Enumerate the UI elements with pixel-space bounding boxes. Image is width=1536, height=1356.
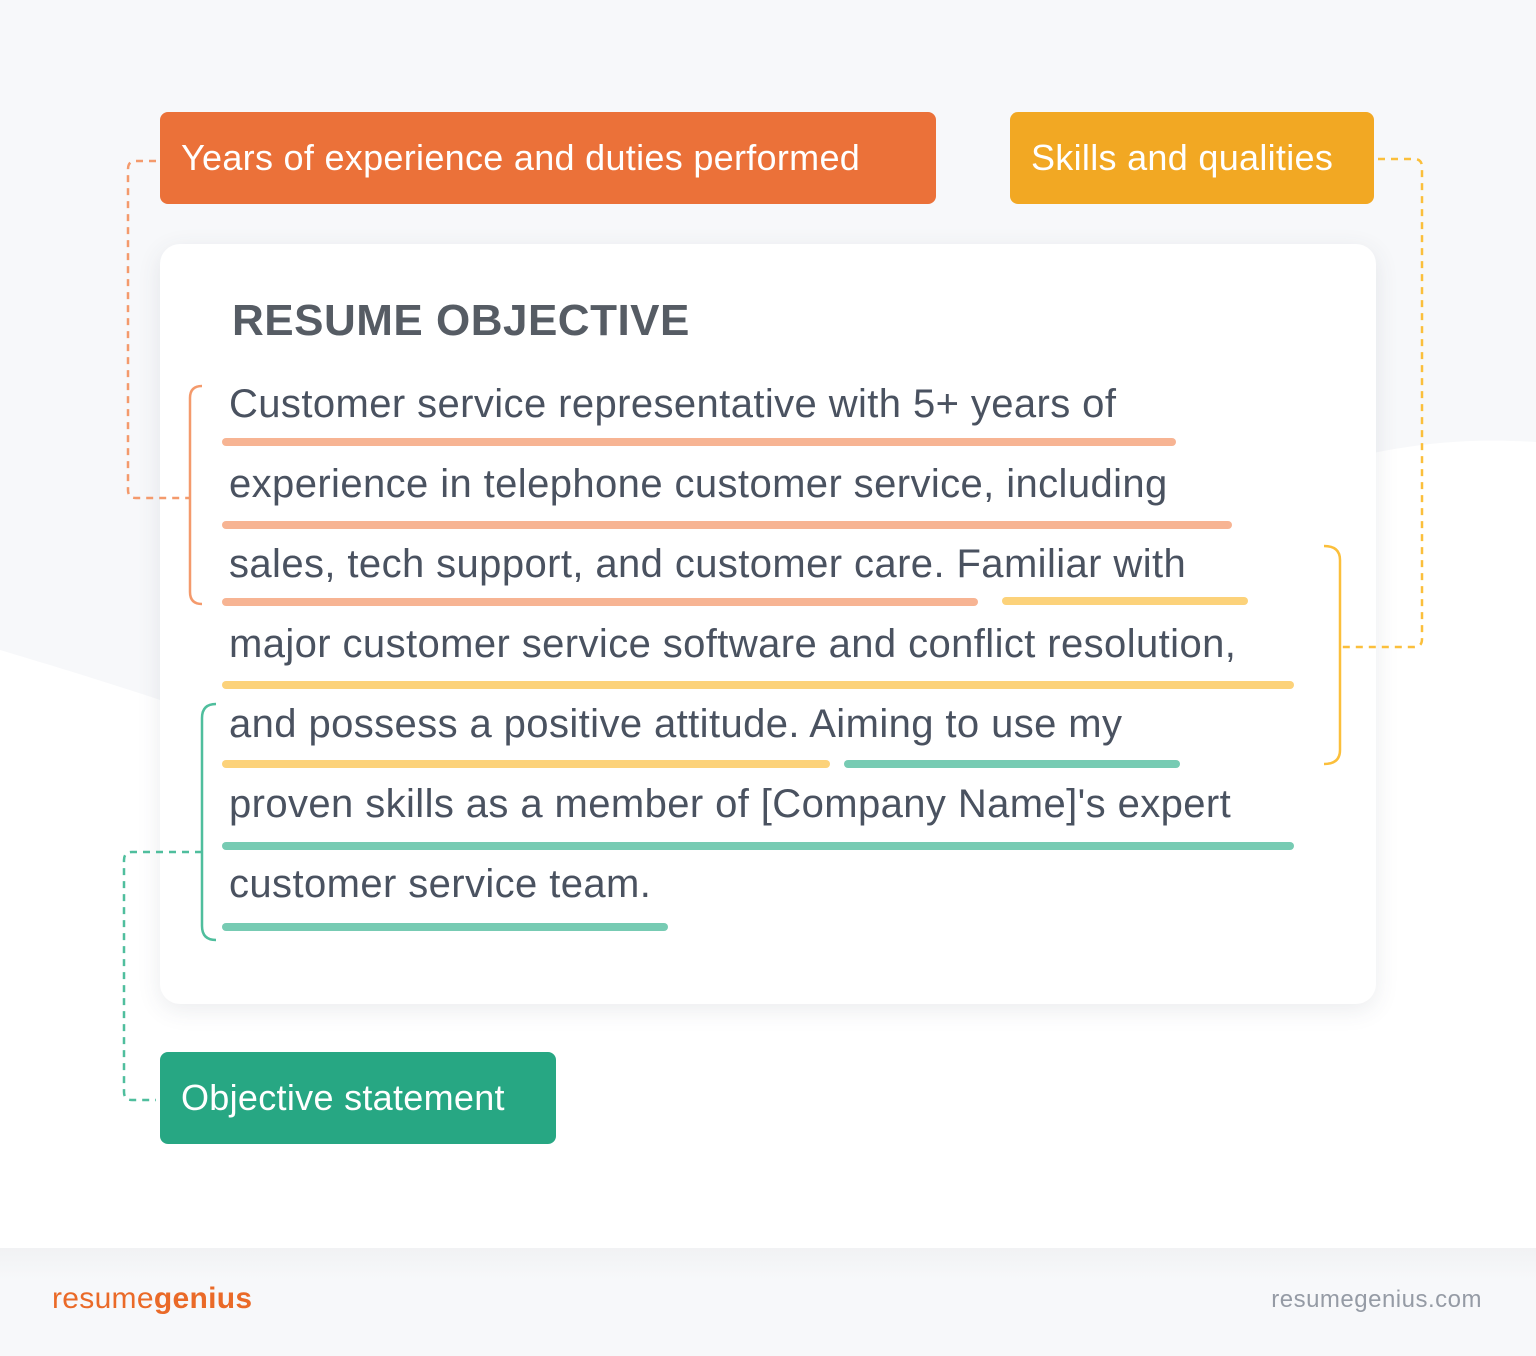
site-url[interactable]: resumegenius.com (1271, 1286, 1482, 1313)
underline-skills-1 (1002, 597, 1248, 605)
brand-logo[interactable]: resumegenius (52, 1282, 252, 1316)
objective-line: major customer service software and conf… (229, 622, 1237, 666)
underline-experience-3 (222, 598, 978, 606)
tag-years-of-experience: Years of experience and duties performed (160, 112, 936, 204)
underline-skills-3 (222, 760, 830, 768)
underline-skills-2 (222, 681, 1294, 689)
objective-line: and possess a positive attitude. Aiming … (229, 702, 1123, 746)
objective-line: Customer service representative with 5+ … (229, 382, 1117, 426)
resume-objective-card: RESUME OBJECTIVE Customer service repres… (160, 244, 1376, 1004)
objective-line: proven skills as a member of [Company Na… (229, 782, 1232, 826)
footer: resumegenius resumegenius.com (0, 1248, 1536, 1356)
tag-skills-and-qualities: Skills and qualities (1010, 112, 1374, 204)
underline-objective-2 (222, 842, 1294, 850)
objective-line: experience in telephone customer service… (229, 462, 1168, 506)
card-title: RESUME OBJECTIVE (232, 296, 690, 345)
brand-logo-bold: genius (153, 1282, 253, 1315)
objective-line: customer service team. (229, 862, 652, 906)
tag-objective-statement: Objective statement (160, 1052, 556, 1144)
underline-objective-1 (844, 760, 1180, 768)
underline-objective-3 (222, 923, 668, 931)
underline-experience-1 (222, 438, 1176, 446)
underline-experience-2 (222, 521, 1232, 529)
objective-line: sales, tech support, and customer care. … (229, 542, 1187, 586)
brand-logo-light: resume (52, 1282, 154, 1315)
